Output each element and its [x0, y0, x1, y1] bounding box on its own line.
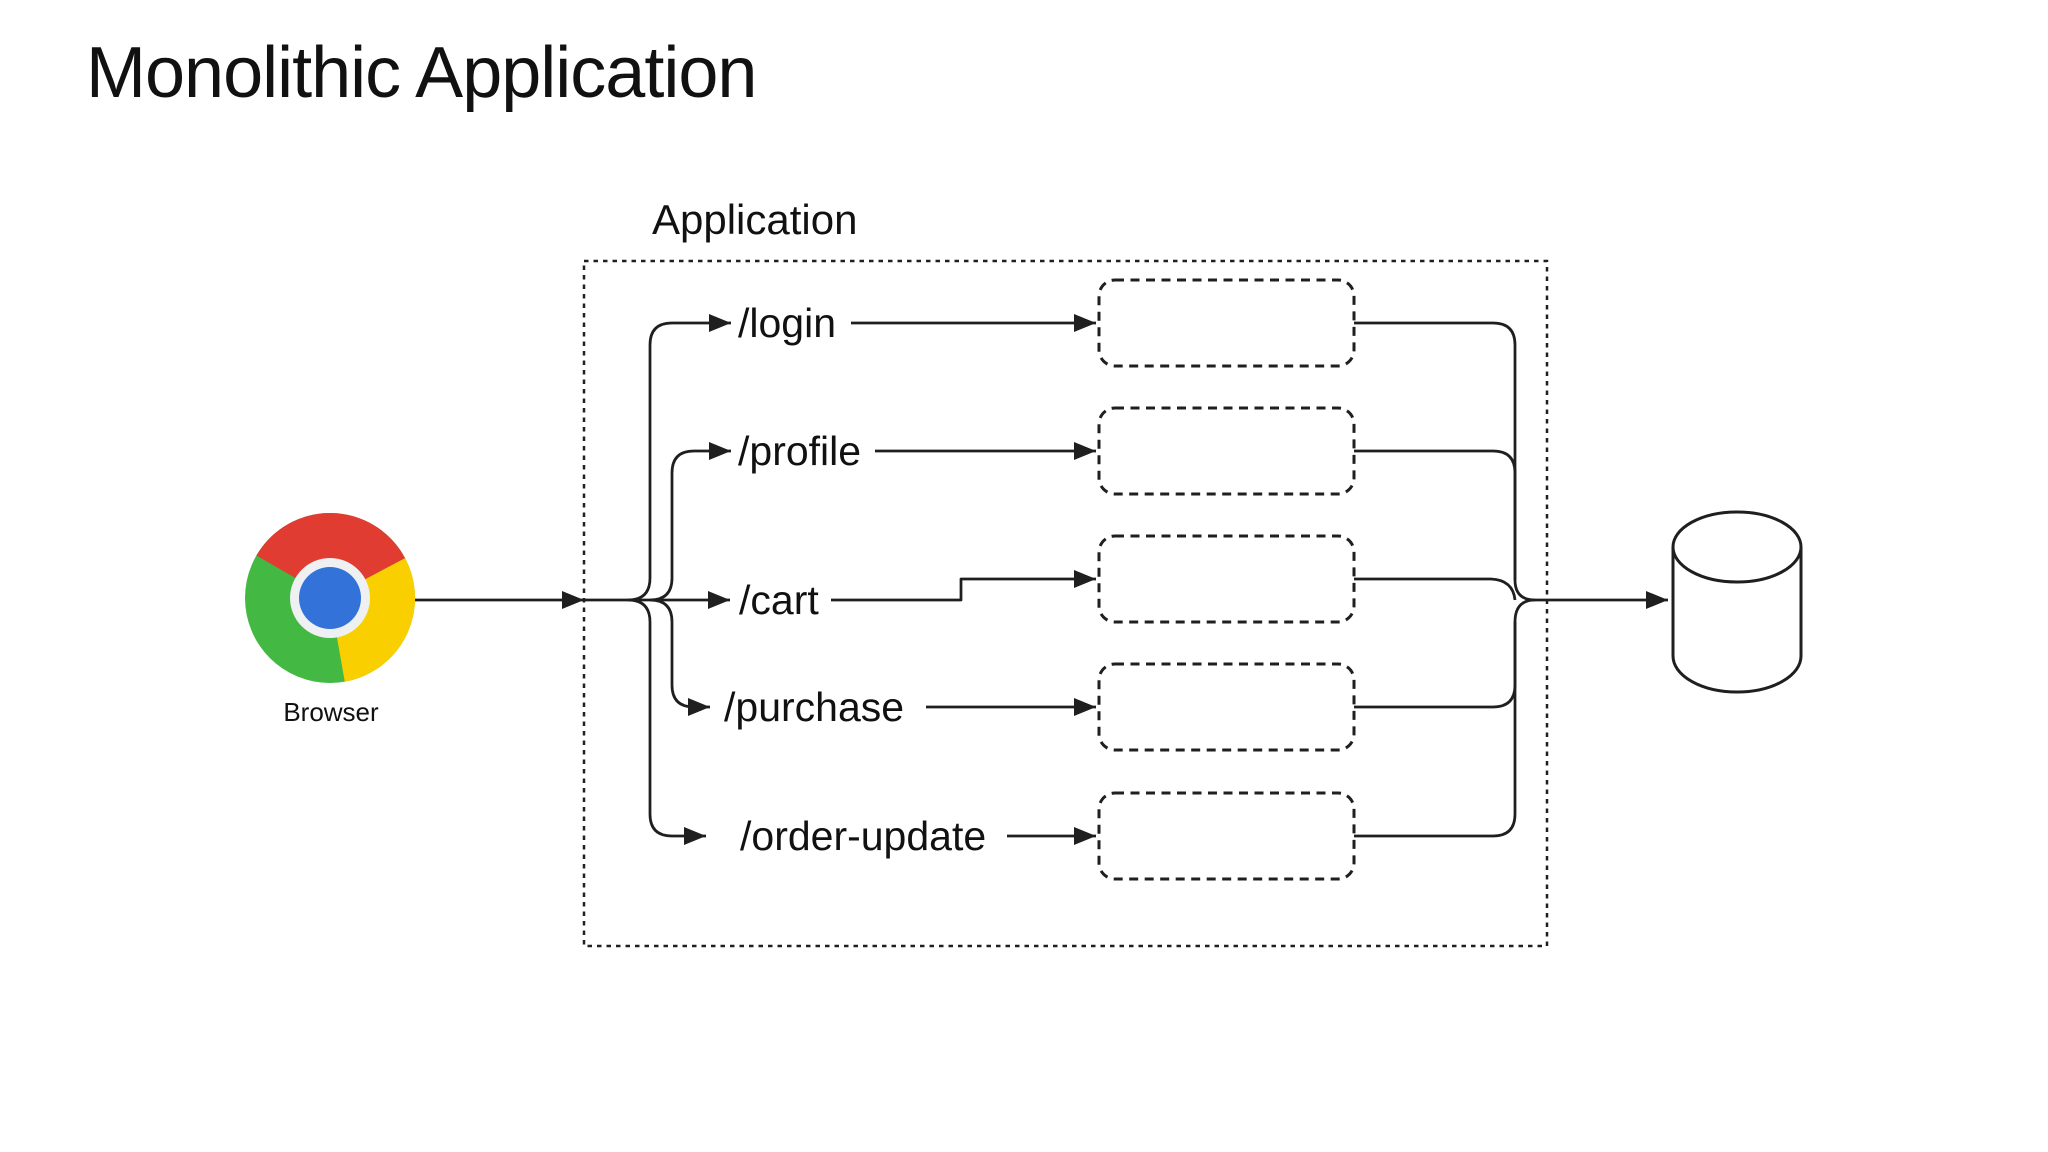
handler-box-cart — [1097, 534, 1356, 624]
connector-fan-to-order-update — [627, 598, 706, 845]
handler-box-profile — [1097, 406, 1356, 496]
application-label: Application — [652, 196, 857, 243]
route-label-profile: /profile — [738, 428, 861, 474]
route-label-purchase: /purchase — [724, 684, 904, 730]
connector-handler5-out — [1354, 622, 1517, 838]
connector-handler2-out — [1354, 449, 1517, 580]
connector-handler3-out — [1354, 577, 1517, 601]
route-label-cart: /cart — [739, 577, 819, 623]
browser-label: Browser — [283, 697, 379, 727]
handler-boxes — [1097, 278, 1356, 881]
application-boundary-box — [582, 259, 1549, 948]
handler-box-order-update — [1097, 791, 1356, 881]
handler-box-login — [1097, 278, 1356, 368]
page-title: Monolithic Application — [86, 33, 756, 113]
chrome-logo-icon — [245, 512, 416, 683]
connector-handler1-out — [1354, 321, 1517, 580]
handler-box-purchase — [1097, 662, 1356, 752]
connector-merge-bottom — [1513, 598, 1536, 623]
route-label-login: /login — [738, 300, 836, 346]
database-top — [1671, 510, 1803, 584]
connector-handler4-out — [1354, 622, 1517, 709]
route-label-order-update: /order-update — [740, 813, 986, 859]
chrome-red-segment — [256, 512, 406, 598]
database-cylinder-icon — [1671, 510, 1803, 694]
connector-cart-to-handler — [831, 570, 1096, 602]
database-body — [1671, 547, 1803, 694]
chrome-blue-center — [299, 567, 361, 629]
connector-fan-to-purchase — [649, 598, 710, 716]
connector-merge-top — [1513, 579, 1536, 602]
connector-fan-to-profile — [649, 442, 731, 602]
connectors — [415, 314, 1668, 845]
connector-fan-to-login — [627, 314, 731, 602]
